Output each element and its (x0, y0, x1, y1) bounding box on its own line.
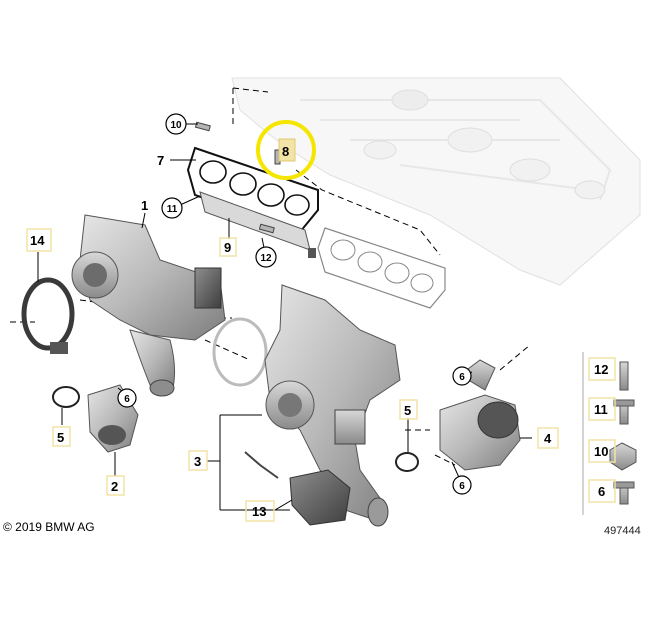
document-number: 497444 (604, 525, 641, 537)
callout-8-highlighted[interactable]: 8 (256, 120, 316, 180)
svg-text:12: 12 (594, 362, 608, 377)
svg-text:14: 14 (30, 233, 45, 248)
heat-shield-strip (199, 191, 316, 258)
nut-icon (609, 442, 637, 471)
svg-text:12: 12 (260, 253, 272, 264)
callout-11: 11 (161, 197, 183, 219)
callout-12: 12 (255, 246, 277, 268)
v-band-clamp (21, 277, 75, 354)
hardware-legend (582, 352, 637, 515)
legend-label-10: 10 (588, 439, 616, 463)
callout-2: 2 (106, 475, 125, 496)
legend-label-6: 6 (588, 479, 616, 503)
highlight-ring (256, 120, 316, 180)
turbocharger-left (71, 214, 226, 397)
stud-icon (619, 361, 629, 391)
svg-text:8: 8 (282, 144, 289, 159)
o-ring-left (52, 386, 80, 408)
svg-text:10: 10 (594, 444, 608, 459)
callout-5-left: 5 (52, 426, 71, 447)
legend-label-12: 12 (588, 357, 616, 381)
exhaust-manifold-turbo (264, 284, 401, 527)
svg-text:5: 5 (404, 403, 411, 418)
svg-text:6: 6 (124, 394, 130, 405)
svg-text:5: 5 (57, 430, 64, 445)
wastegate-actuator (244, 451, 351, 526)
gasket-outline-faded (317, 227, 446, 309)
exhaust-manifold-gasket (186, 146, 319, 234)
svg-text:9: 9 (224, 240, 231, 255)
svg-text:1: 1 (141, 198, 148, 213)
outlet-elbow (439, 359, 521, 471)
callout-9: 9 (219, 237, 237, 257)
svg-text:11: 11 (167, 204, 178, 215)
ring-faded (212, 317, 268, 387)
svg-text:11: 11 (594, 402, 608, 417)
copyright-text: © 2019 BMW AG (3, 520, 95, 534)
callout-7: 7 (153, 150, 170, 169)
callout-1: 1 (141, 198, 148, 213)
cylinder-head (231, 77, 641, 286)
svg-text:13: 13 (252, 504, 266, 519)
svg-text:3: 3 (194, 454, 201, 469)
svg-text:4: 4 (544, 431, 552, 446)
callout-4: 4 (537, 427, 559, 449)
studs (194, 121, 281, 234)
svg-text:7: 7 (157, 153, 164, 168)
svg-text:6: 6 (459, 372, 465, 383)
svg-text:10: 10 (170, 120, 182, 131)
svg-text:6: 6 (459, 481, 465, 492)
callout-5-right: 5 (399, 399, 418, 420)
svg-text:6: 6 (598, 484, 605, 499)
o-ring-right (395, 452, 419, 472)
callout-6-lower-right: 6 (452, 475, 472, 495)
svg-text:2: 2 (111, 479, 118, 494)
callout-6-upper-right: 6 (452, 366, 472, 386)
callout-6-left: 6 (117, 388, 137, 408)
callout-3: 3 (188, 450, 208, 471)
callout-13: 13 (245, 500, 275, 522)
callout-10: 10 (165, 113, 187, 135)
callout-14: 14 (26, 228, 52, 252)
legend-label-11: 11 (588, 397, 616, 421)
